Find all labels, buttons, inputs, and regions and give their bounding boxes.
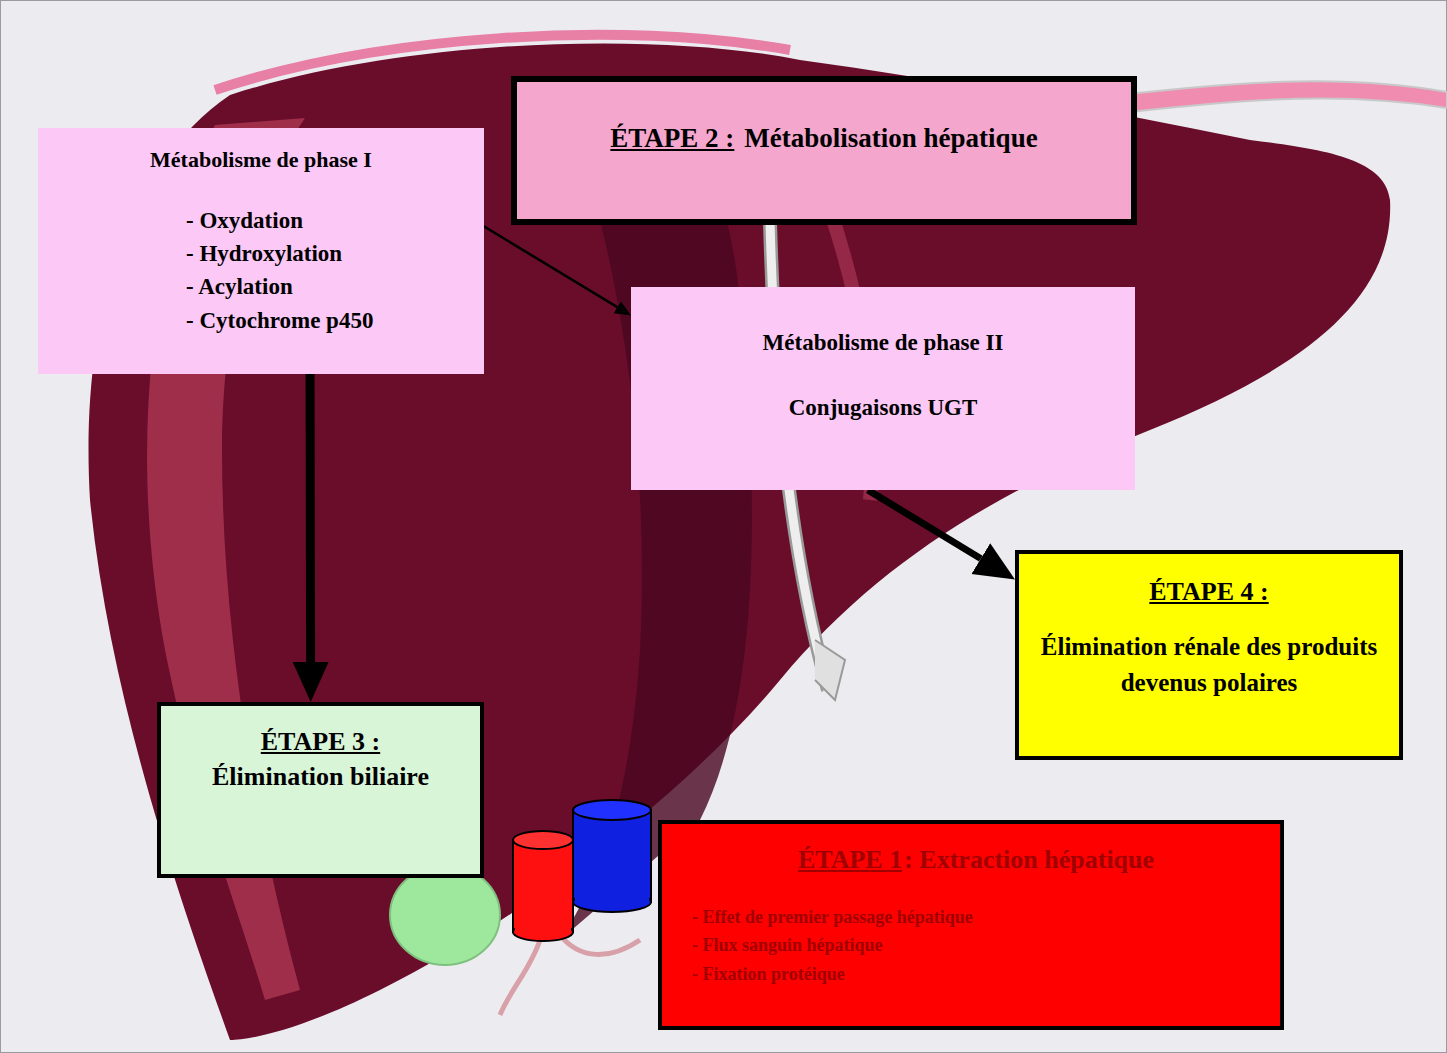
gallbladder — [390, 865, 500, 965]
box-text: - Flux sanguin hépatique — [692, 931, 1260, 960]
ligament-end — [815, 640, 845, 700]
flow-arrow — [868, 490, 981, 559]
step-box: ÉTAPE 4 : Élimination rénale des produits… — [1015, 550, 1403, 760]
box-text: - Fixation protéique — [692, 960, 1260, 989]
vessel — [560, 935, 640, 954]
box-text: Élimination biliaire — [171, 759, 470, 795]
box-text: - Oxydation — [48, 204, 474, 237]
step-box: ÉTAPE 1: Extraction hépatique - Effet de … — [658, 820, 1284, 1030]
box-text: Élimination rénale des produits devenus … — [1033, 629, 1385, 702]
phase-box: Métabolisme de phase I - Oxydation- Hydro… — [38, 128, 484, 374]
ligament-band — [1120, 81, 1447, 112]
box-text: - Effet de premier passage hépatique — [692, 903, 1260, 932]
box-text: - Hydroxylation — [48, 237, 474, 270]
box-heading: ÉTAPE 1 — [798, 845, 902, 874]
portal-vein — [513, 831, 573, 941]
box-text: Métabolisation hépatique — [744, 123, 1037, 153]
flow-arrow — [306, 374, 316, 662]
flow-arrow — [484, 226, 617, 307]
vessel — [500, 940, 540, 1015]
box-text: Conjugaisons UGT — [641, 394, 1125, 423]
box-text: - Acylation — [48, 270, 474, 303]
box-heading: ÉTAPE 3 : — [171, 726, 470, 759]
box-heading: ÉTAPE 4 : — [1033, 576, 1385, 609]
step-box: ÉTAPE 3 :Élimination biliaire — [157, 702, 484, 878]
step-box: ÉTAPE 2 : Métabolisation hépatique — [511, 76, 1137, 225]
box-heading: ÉTAPE 2 : — [610, 123, 734, 153]
box-heading: Métabolisme de phase II — [641, 329, 1125, 358]
box-text: : Extraction hépatique — [904, 845, 1154, 874]
vena-cava — [573, 800, 651, 912]
box-text: - Cytochrome p450 — [48, 304, 474, 337]
box-heading: Métabolisme de phase I — [48, 146, 474, 174]
phase-box: Métabolisme de phase II Conjugaisons UGT — [631, 287, 1135, 490]
